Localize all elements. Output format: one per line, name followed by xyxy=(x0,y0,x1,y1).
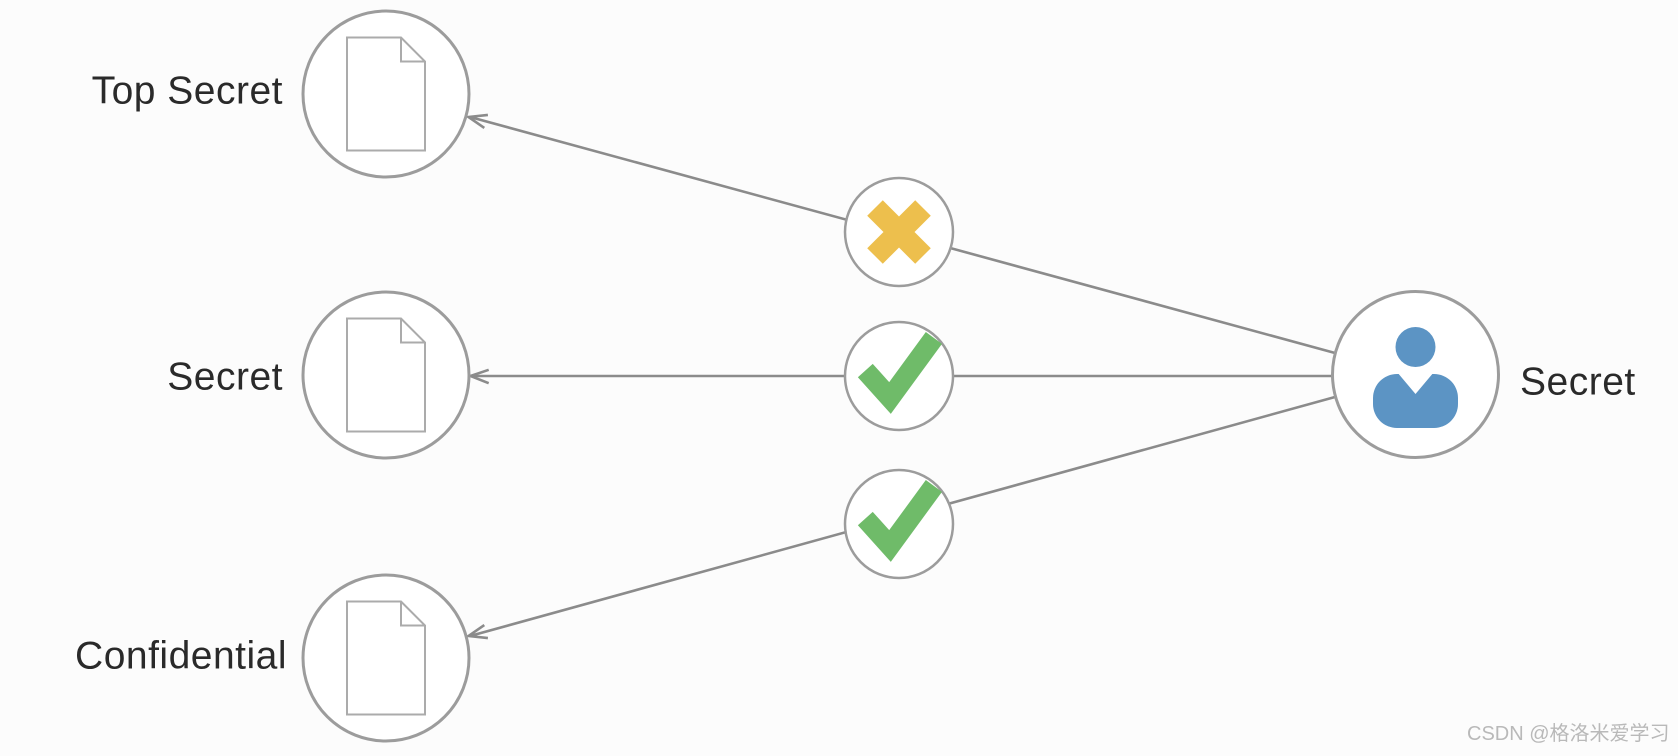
document-page xyxy=(346,317,426,433)
status-badge-denied xyxy=(843,176,955,288)
document-page xyxy=(346,600,426,716)
document-fold xyxy=(400,601,425,627)
label-secret-document: Secret xyxy=(167,355,283,399)
document-node-secret xyxy=(301,290,471,460)
document-icon xyxy=(346,36,426,152)
user-icon-body xyxy=(1373,374,1458,428)
document-icon xyxy=(346,600,426,716)
label-confidential: Confidential xyxy=(75,634,287,678)
x-icon xyxy=(867,200,931,264)
user-icon-head xyxy=(1395,327,1436,367)
subject-node xyxy=(1331,290,1500,459)
arrowhead-secret xyxy=(466,368,490,385)
label-subject-secret: Secret xyxy=(1520,360,1636,404)
status-badge-allowed-confidential xyxy=(843,468,955,580)
check-icon xyxy=(857,480,942,562)
document-fold xyxy=(400,37,425,63)
check-icon xyxy=(857,332,942,414)
document-fold xyxy=(400,318,425,344)
arrowhead-confidential xyxy=(464,624,489,640)
document-icon xyxy=(346,317,426,433)
status-badge-allowed-secret xyxy=(843,320,955,432)
document-node-confidential xyxy=(301,573,471,743)
document-page xyxy=(346,36,426,152)
user-icon-neck-notch xyxy=(1397,372,1434,394)
watermark: CSDN @格洛米爱学习 xyxy=(1467,723,1670,745)
label-top-secret: Top Secret xyxy=(91,69,283,113)
arrowhead-top-secret xyxy=(464,113,489,129)
document-node-top-secret xyxy=(301,9,471,179)
user-icon xyxy=(1373,327,1458,428)
